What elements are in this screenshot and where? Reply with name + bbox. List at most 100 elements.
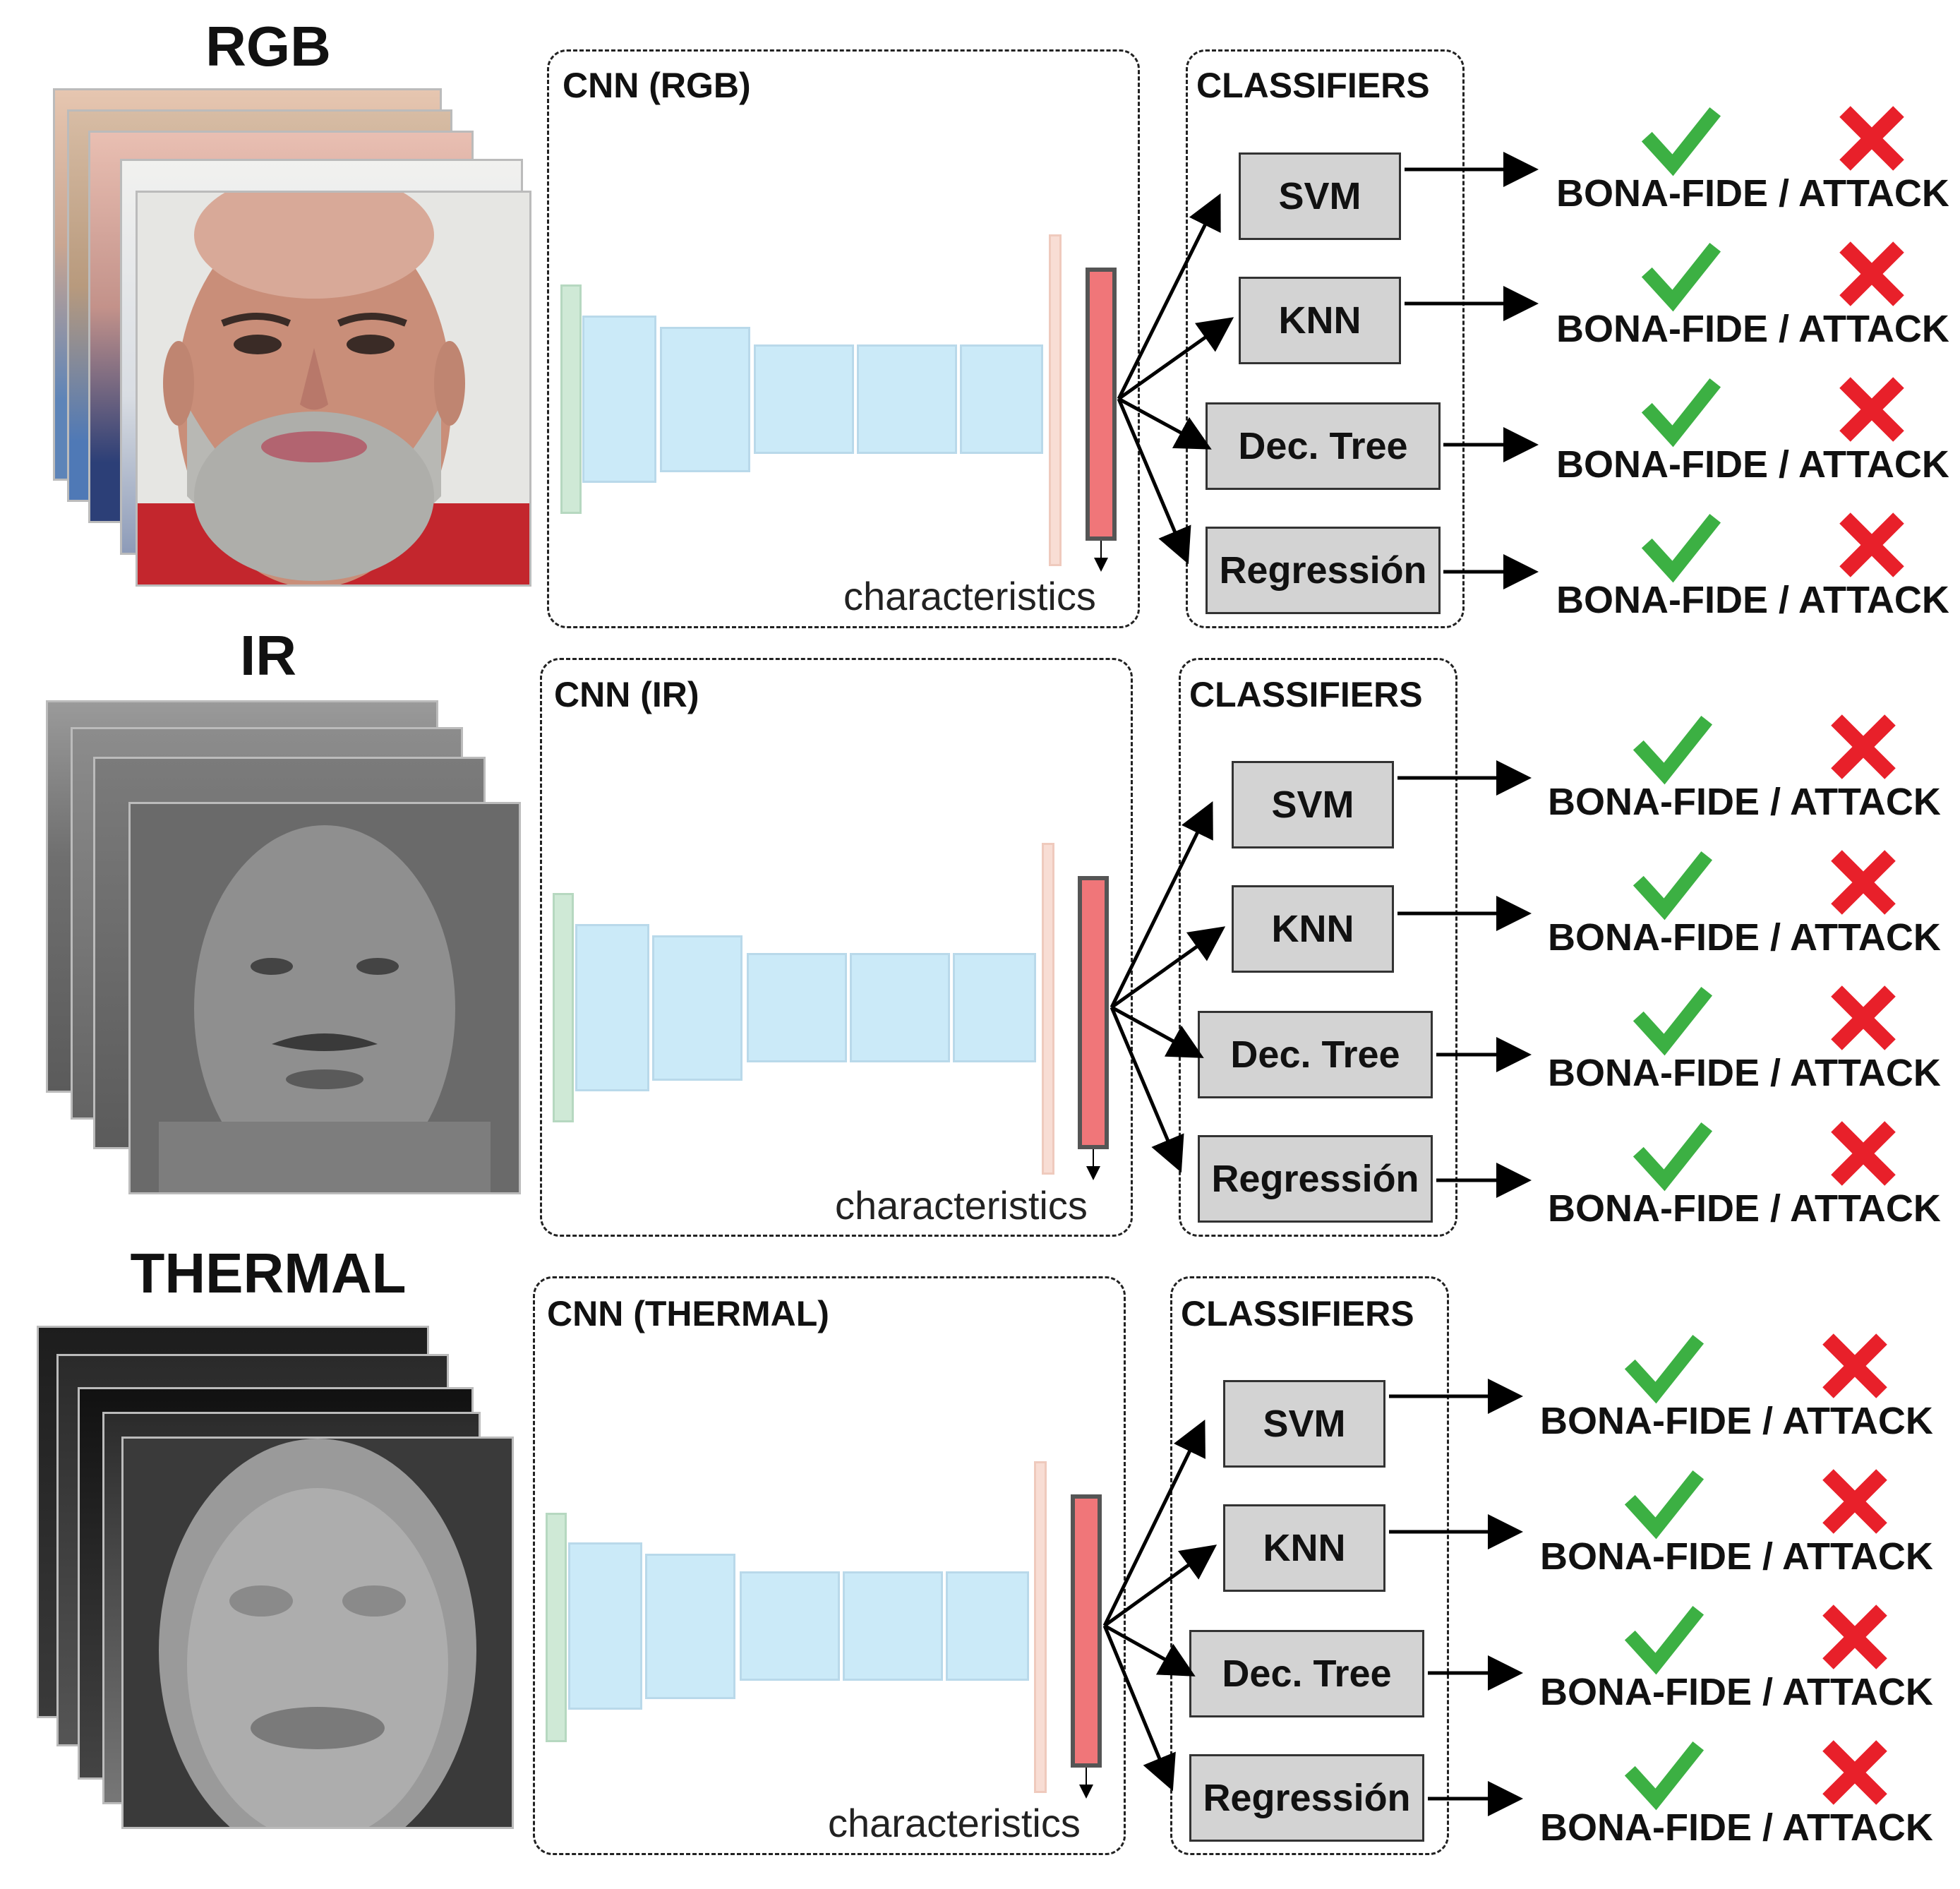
fanout-arrow	[1117, 193, 1221, 400]
modality-title: THERMAL	[130, 1242, 407, 1305]
conv-layer	[568, 1542, 642, 1710]
svm-box: SVM	[1239, 152, 1401, 240]
fanout-arrow	[1110, 1007, 1184, 1173]
characteristics-label: characteristics	[835, 1183, 1088, 1228]
regression-box: Regressión	[1198, 1135, 1433, 1223]
fanout-arrow	[1117, 398, 1191, 565]
cnn-box	[533, 1276, 1126, 1855]
result-label: BONA-FIDE / ATTACK	[1548, 1187, 1941, 1230]
conv-layer	[652, 935, 742, 1081]
fanout-arrow	[1117, 397, 1212, 450]
feature-vector	[1078, 876, 1109, 1149]
check-icon	[1641, 242, 1721, 312]
check-icon	[1624, 1470, 1705, 1540]
conv-layer	[953, 953, 1036, 1062]
result-label: BONA-FIDE / ATTACK	[1540, 1535, 1933, 1578]
fanout-arrow	[1110, 801, 1213, 1009]
result-label: BONA-FIDE / ATTACK	[1540, 1671, 1933, 1713]
conv-layer	[575, 924, 649, 1091]
conv-layer	[946, 1571, 1029, 1681]
check-icon	[1641, 107, 1721, 176]
cross-icon	[1839, 106, 1904, 171]
check-icon	[1633, 1122, 1713, 1192]
feature-vector	[1071, 1494, 1102, 1768]
result-label: BONA-FIDE / ATTACK	[1548, 916, 1941, 959]
cross-icon	[1831, 1121, 1896, 1186]
check-icon	[1633, 851, 1713, 920]
cross-icon	[1839, 241, 1904, 306]
result-label: BONA-FIDE / ATTACK	[1540, 1806, 1933, 1849]
characteristics-label: characteristics	[828, 1801, 1081, 1845]
fanout-arrow	[1102, 1420, 1206, 1627]
cross-icon	[1831, 714, 1896, 779]
input-layer	[560, 284, 582, 514]
knn-box: KNN	[1232, 885, 1394, 973]
conv-layer	[850, 953, 950, 1062]
result-label: BONA-FIDE / ATTACK	[1548, 781, 1941, 823]
cnn-title: CNN (THERMAL)	[547, 1294, 829, 1333]
result-label: BONA-FIDE / ATTACK	[1556, 172, 1949, 215]
cross-icon	[1831, 850, 1896, 915]
regression-box: Regressión	[1189, 1754, 1424, 1842]
classifiers-box	[1179, 658, 1457, 1237]
dec-tree-box: Dec. Tree	[1206, 402, 1441, 490]
cross-icon	[1839, 512, 1904, 577]
face-image	[136, 191, 531, 587]
fanout-arrow	[1103, 1624, 1196, 1677]
result-label: BONA-FIDE / ATTACK	[1548, 1052, 1941, 1094]
face-illustration	[138, 193, 529, 584]
face-image	[128, 802, 521, 1194]
result-label: BONA-FIDE / ATTACK	[1556, 443, 1949, 486]
fc-layer	[1049, 234, 1062, 566]
svm-box: SVM	[1223, 1380, 1385, 1468]
cross-icon	[1831, 985, 1896, 1050]
cnn-box	[547, 49, 1140, 628]
conv-layer	[747, 953, 847, 1062]
regression-box: Regressión	[1206, 527, 1441, 614]
conv-layer	[645, 1554, 735, 1699]
check-icon	[1633, 715, 1713, 785]
cross-icon	[1839, 377, 1904, 442]
input-layer	[553, 893, 574, 1122]
cross-icon	[1822, 1333, 1887, 1398]
check-icon	[1624, 1334, 1705, 1404]
svm-box: SVM	[1232, 761, 1394, 848]
result-label: BONA-FIDE / ATTACK	[1556, 579, 1949, 621]
conv-layer	[660, 327, 750, 472]
check-icon	[1624, 1741, 1705, 1811]
face-image	[121, 1437, 514, 1829]
conv-layer	[740, 1571, 840, 1681]
feature-vector	[1086, 268, 1117, 541]
cross-icon	[1822, 1469, 1887, 1534]
conv-layer	[857, 344, 957, 454]
fanout-arrow	[1103, 1545, 1218, 1628]
conv-layer	[843, 1571, 943, 1681]
check-icon	[1624, 1605, 1705, 1675]
dec-tree-box: Dec. Tree	[1198, 1011, 1433, 1098]
modality-title: IR	[240, 624, 296, 687]
knn-box: KNN	[1239, 277, 1401, 364]
classifiers-title: CLASSIFIERS	[1181, 1294, 1414, 1333]
modality-title: RGB	[205, 15, 331, 78]
result-label: BONA-FIDE / ATTACK	[1556, 308, 1949, 350]
classifiers-box	[1170, 1276, 1449, 1855]
result-label: BONA-FIDE / ATTACK	[1540, 1400, 1933, 1442]
cnn-box	[540, 658, 1133, 1237]
fanout-arrow	[1117, 317, 1234, 401]
fc-layer	[1034, 1461, 1047, 1793]
check-icon	[1641, 513, 1721, 583]
classifiers-title: CLASSIFIERS	[1189, 675, 1423, 714]
cnn-title: CNN (IR)	[554, 675, 699, 714]
fc-layer	[1042, 843, 1054, 1175]
check-icon	[1633, 986, 1713, 1056]
face-illustration	[159, 825, 491, 1192]
classifiers-box	[1186, 49, 1465, 628]
fanout-arrow	[1102, 1625, 1176, 1792]
check-icon	[1641, 378, 1721, 448]
conv-layer	[582, 316, 656, 483]
characteristics-label: characteristics	[843, 574, 1096, 618]
cnn-title: CNN (RGB)	[563, 66, 751, 105]
conv-layer	[754, 344, 854, 454]
input-layer	[546, 1513, 567, 1742]
